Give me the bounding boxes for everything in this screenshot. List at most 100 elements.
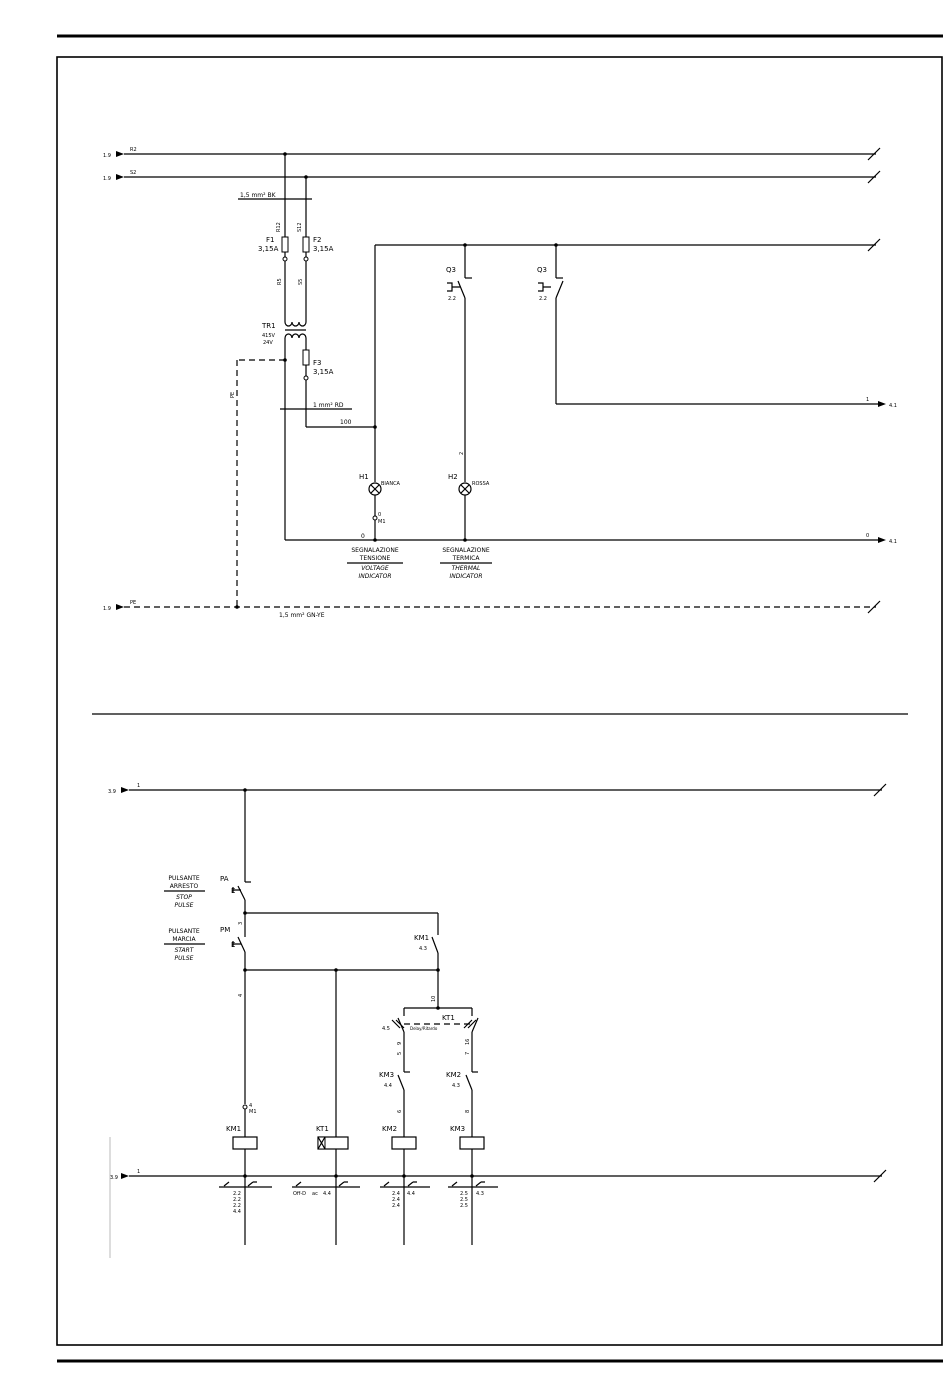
line-pe: PE 1.9 PE 1,5 mm² GN-YE <box>103 358 881 619</box>
wire-0-label: 0 <box>361 533 365 540</box>
line-r2-label: R2 <box>130 147 137 153</box>
xref-km3-4: 4.3 <box>476 1191 484 1197</box>
contact-km3: KM3 4.4 6 <box>379 1071 410 1137</box>
xref-km1-1: 2.2 <box>233 1191 241 1197</box>
fuse-f3: F3 3,15A <box>302 349 334 427</box>
coil-km3: KM3 <box>450 1125 485 1245</box>
wire-bk-label: 1,5 mm² BK <box>240 192 277 199</box>
pe-vertical-label: PE <box>230 392 236 398</box>
h2-color: ROSSA <box>472 481 490 487</box>
terminal-m1-num: 0 <box>378 512 381 518</box>
xref-km3-1: 2.5 <box>460 1191 468 1197</box>
pa-caption-it-1: PULSANTE <box>168 875 200 882</box>
wire-5-label: 5 <box>397 1052 403 1055</box>
arrow-icon <box>121 787 129 793</box>
line-r2-ref: 1.9 <box>103 153 111 159</box>
contact-km1-hold: KM1 4.3 10 <box>414 913 439 1008</box>
out-1-ref: 4.1 <box>889 403 897 409</box>
line-s2-ref: 1.9 <box>103 176 111 182</box>
coil-km2-name: KM2 <box>382 1125 397 1133</box>
f3-name: F3 <box>313 359 321 367</box>
km1-contact-name: KM1 <box>414 934 429 942</box>
wire-100-label: 100 <box>340 419 352 426</box>
arrow-icon <box>878 537 886 543</box>
coil-kt1: KT1 <box>316 1125 349 1245</box>
h2-caption-it-1: SEGNALAZIONE <box>442 547 490 554</box>
f2-top-terminal: S12 <box>297 222 303 232</box>
xref-kt1-3: 4.4 <box>323 1191 331 1197</box>
pm-caption-en-2: PULSE <box>175 955 194 962</box>
pa-caption-en-1: STOP <box>176 894 192 901</box>
wire-10-label: 10 <box>431 996 437 1002</box>
line-r2: 1.9 R2 <box>103 147 881 161</box>
xref-km2-1: 2.4 <box>392 1191 400 1197</box>
bottom-bottom-wire: 1 <box>137 1169 140 1175</box>
coil-km1-name: KM1 <box>226 1125 241 1133</box>
xref-kt1-2: ac <box>312 1191 318 1197</box>
pushbutton-pm: E PM PULSANTE MARCIA START PULSE <box>164 913 246 970</box>
km3-contact-name: KM3 <box>379 1071 394 1079</box>
xref-kt1-1: Off-D <box>293 1191 306 1197</box>
lamp-h1: H1 BIANCA 0 M1 0 <box>359 245 401 540</box>
arrow-icon <box>116 604 124 610</box>
pm-actuator: E <box>231 941 235 949</box>
tr1-secondary: 24V <box>263 340 273 346</box>
xref-km2-3: 2.4 <box>392 1203 400 1209</box>
h1-name: H1 <box>359 473 369 481</box>
contact-kt1: KT1 4.5 Delay/Ritardo 5 9 7 16 <box>382 1006 479 1072</box>
fuse-f2: F2 3,15A S12 S5 <box>297 177 334 322</box>
f3-rating: 3,15A <box>313 368 334 376</box>
bottom-circuit: 3.9 1 E PA PULSANTE ARRESTO STOP PULSE 3 <box>108 783 887 1258</box>
q3a-name: Q3 <box>446 266 456 274</box>
contact-q3-a: Q3 2.2 2 <box>446 245 472 482</box>
pa-caption-en-2: PULSE <box>175 902 194 909</box>
arrow-icon <box>116 174 124 180</box>
f1-top-terminal: R12 <box>276 222 282 232</box>
coil-km1: KM1 <box>226 1125 258 1245</box>
xref-km3-3: 2.5 <box>460 1203 468 1209</box>
f2-name: F2 <box>313 236 321 244</box>
bottom-bottom-ref: 3.9 <box>110 1175 118 1181</box>
xref-km2-2: 2.4 <box>392 1197 400 1203</box>
f1-bottom-terminal: R5 <box>277 278 283 285</box>
pm-name: PM <box>220 926 230 934</box>
xref-km3: 2.5 2.5 2.5 4.3 <box>448 1181 498 1209</box>
kt1-contact-note: Delay/Ritardo <box>410 1026 438 1031</box>
km1-terminal-m1: M1 <box>249 1109 257 1115</box>
line-pe-label: PE <box>130 600 136 606</box>
line-pe-ref: 1.9 <box>103 606 111 612</box>
h2-caption: SEGNALAZIONE TERMICA THERMAL INDICATOR <box>440 547 492 580</box>
km2-contact-sub: 4.3 <box>452 1083 460 1089</box>
kt1-contact-left: 4.5 <box>382 1026 390 1032</box>
pa-caption-it-2: ARRESTO <box>170 883 199 890</box>
wire-rd-label: 1 mm² RD <box>313 402 344 409</box>
h2-caption-it-2: TERMICA <box>452 555 481 562</box>
xref-kt1: Off-D ac 4.4 <box>292 1181 360 1197</box>
f2-bottom-terminal: S5 <box>298 279 304 285</box>
xref-km1-3: 2.2 <box>233 1203 241 1209</box>
wire-3-label: 3 <box>238 922 244 925</box>
pa-name: PA <box>220 875 229 883</box>
q3a-sub: 2.2 <box>448 296 456 302</box>
line-s2-label: S2 <box>130 170 136 176</box>
coil-km2: KM2 <box>382 1125 417 1245</box>
km1-contact-sub: 4.3 <box>419 946 427 952</box>
line-s2: 1.9 S2 <box>103 170 881 184</box>
transformer-tr1: TR1 415V 24V <box>261 321 307 540</box>
arrow-icon <box>878 401 886 407</box>
wire-16-label: 16 <box>465 1039 471 1045</box>
q3b-name: Q3 <box>537 266 547 274</box>
xref-km1: 2.2 2.2 2.2 4.4 <box>219 1181 272 1215</box>
km1-terminal-4: 4 <box>249 1103 252 1109</box>
coil-km3-name: KM3 <box>450 1125 465 1133</box>
out-0-ref: 4.1 <box>889 539 897 545</box>
f1-name: F1 <box>266 236 274 244</box>
tr1-name: TR1 <box>261 322 276 330</box>
h1-caption-it-2: TENSIONE <box>359 555 391 562</box>
kt1-contact-name: KT1 <box>442 1014 455 1022</box>
pushbutton-pa: E PA PULSANTE ARRESTO STOP PULSE 3 <box>164 790 251 925</box>
h1-caption: SEGNALAZIONE TENSIONE VOLTAGE INDICATOR <box>347 547 403 580</box>
wire-9-label: 9 <box>397 1042 403 1045</box>
q3b-sub: 2.2 <box>539 296 547 302</box>
